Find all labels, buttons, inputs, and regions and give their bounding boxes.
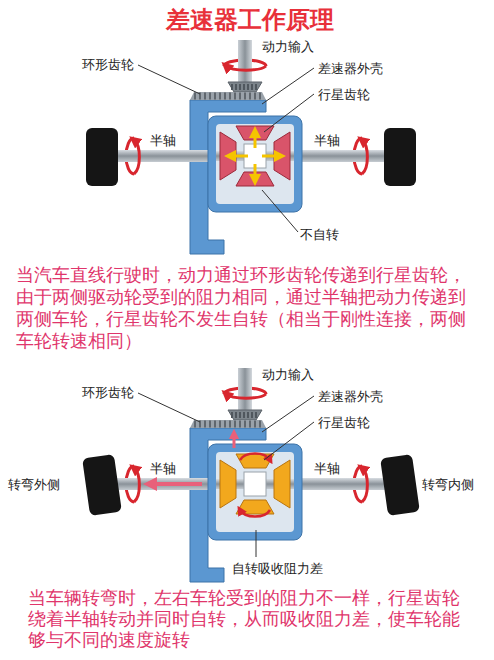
part-label: 差速器外壳 xyxy=(318,388,383,405)
part-label: 环形齿轮 xyxy=(82,384,134,401)
wheel xyxy=(86,128,118,186)
side-label: 转弯内侧 xyxy=(422,476,474,493)
state-note: 不自转 xyxy=(300,226,339,243)
part-label: 半轴 xyxy=(314,460,340,477)
wheel xyxy=(380,454,420,516)
force-arrows xyxy=(230,132,280,180)
gear-set xyxy=(220,126,290,186)
wheel xyxy=(82,454,122,516)
differential-body xyxy=(108,368,386,582)
side-label: 转弯外侧 xyxy=(8,476,60,493)
center-block xyxy=(244,472,266,496)
part-label: 半轴 xyxy=(150,132,176,149)
part-label: 行星齿轮 xyxy=(318,86,370,103)
differential-body xyxy=(108,40,386,254)
part-label: 环形齿轮 xyxy=(82,56,134,73)
part-label: 半轴 xyxy=(150,460,176,477)
gear-set xyxy=(220,454,290,514)
torque-arrow xyxy=(150,482,202,486)
wheel xyxy=(384,128,416,186)
explanation-text: 当车辆转弯时，左右车轮受到的阻力不一样，行星齿轮绕着半轴转动并同时自转，从而吸收… xyxy=(28,588,468,651)
state-note: 自转吸收阻力差 xyxy=(232,560,323,577)
turning-differential xyxy=(82,368,420,582)
part-label: 动力输入 xyxy=(262,38,314,55)
torque-arrow xyxy=(233,434,236,448)
part-label: 行星齿轮 xyxy=(318,414,370,431)
explanation-text: 当汽车直线行驶时，动力通过环形齿轮传递到行星齿轮，由于两侧驱动轮受到的阻力相同，… xyxy=(16,264,478,352)
part-label: 差速器外壳 xyxy=(318,60,383,77)
spin-arrow xyxy=(240,510,270,517)
part-label: 半轴 xyxy=(314,132,340,149)
part-label: 动力输入 xyxy=(262,366,314,383)
title: 差速器工作原理 xyxy=(3,6,494,34)
straight-differential xyxy=(86,40,416,254)
